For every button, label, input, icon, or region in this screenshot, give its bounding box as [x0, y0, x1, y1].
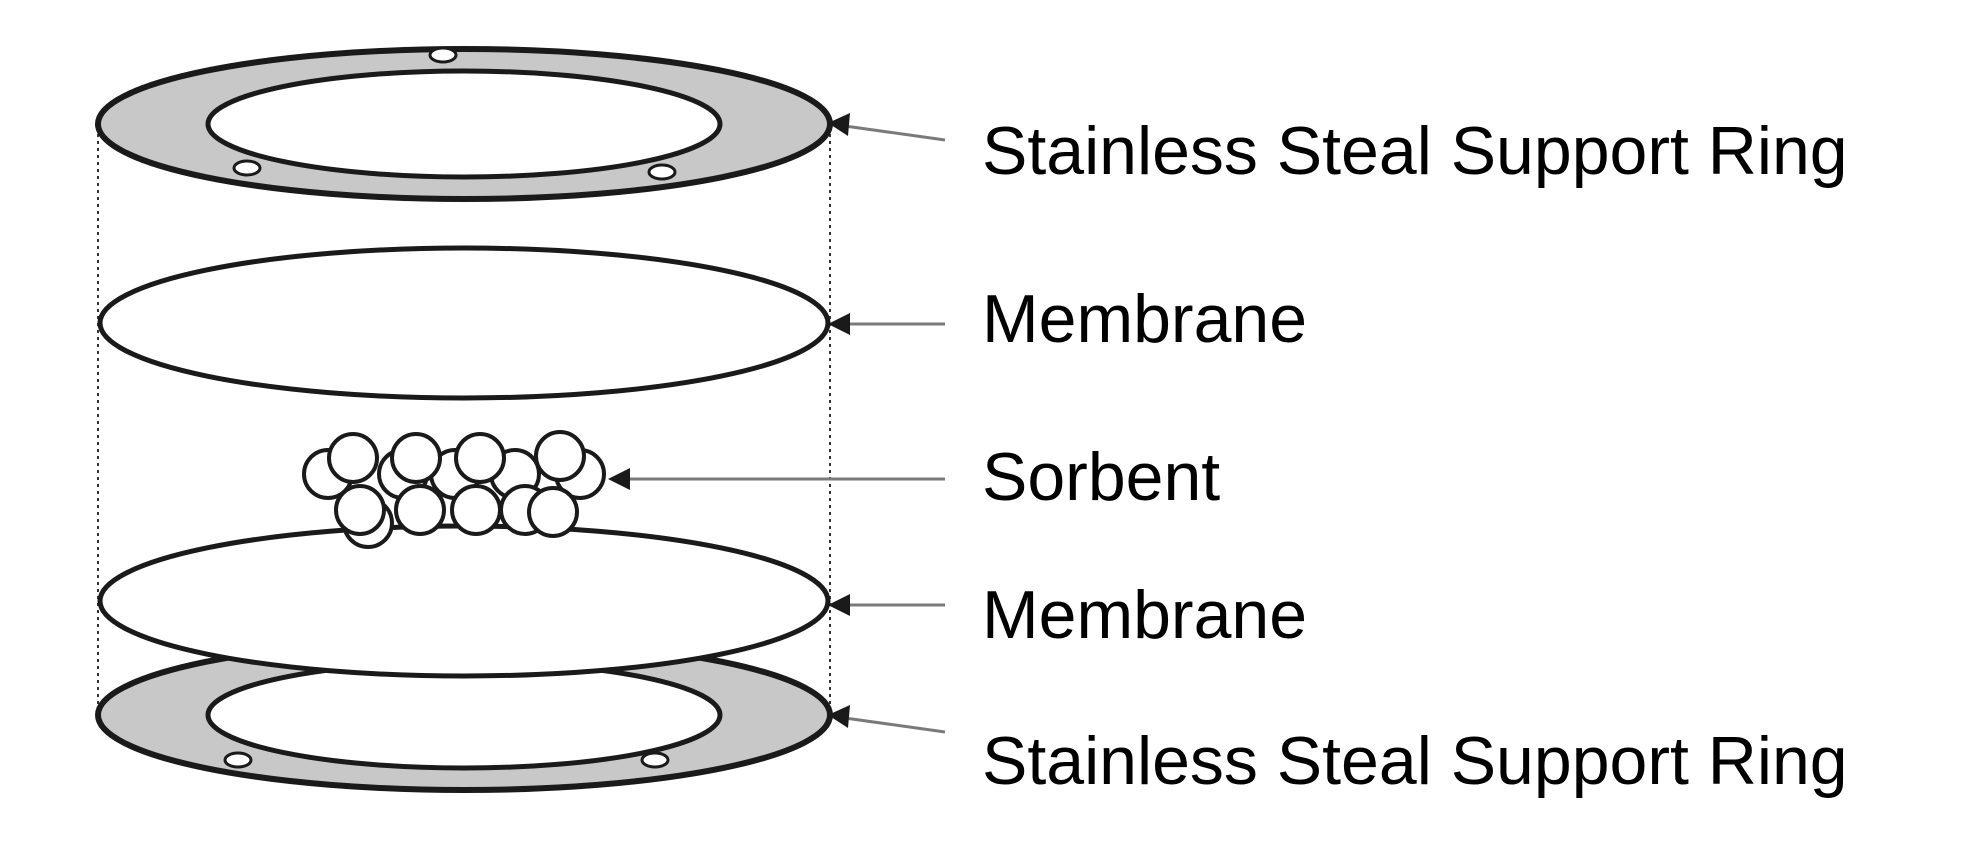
top-support-ring [95, 46, 833, 202]
ring-hole [223, 751, 253, 769]
top-membrane-leader [828, 313, 945, 335]
bottom-membrane-leader [828, 594, 945, 616]
bottom-membrane [97, 523, 831, 679]
top-membrane [97, 245, 831, 401]
label-top-support-ring: Stainless Steal Support Ring [982, 113, 1848, 189]
bottom-ring-leader [828, 705, 946, 734]
label-bottom-support-ring: Stainless Steal Support Ring [982, 723, 1848, 799]
ring-hole [232, 159, 262, 177]
ring-hole [647, 163, 677, 181]
bottom-support-ring [95, 637, 833, 793]
labels: Stainless Steal Support Ring Membrane So… [982, 113, 1848, 799]
cylinder-outline [97, 120, 831, 715]
leader-lines [608, 113, 946, 734]
sorbent-bead [334, 484, 386, 536]
sorbent-bead [454, 432, 506, 484]
ring-hole [640, 751, 670, 769]
sorbent-bead [534, 430, 586, 482]
sorbent-bead [327, 432, 379, 484]
sorbent-bead [390, 432, 442, 484]
sorbent-bead [450, 484, 502, 536]
label-top-membrane: Membrane [982, 281, 1307, 357]
top-ring-leader [828, 113, 946, 142]
ring-hole [428, 46, 458, 64]
sorbent-bead [394, 484, 446, 536]
label-bottom-membrane: Membrane [982, 577, 1307, 653]
sorbent-bead [527, 486, 579, 538]
sorbent-beads [302, 430, 606, 549]
sorbent-leader [608, 468, 945, 490]
label-sorbent: Sorbent [982, 439, 1220, 515]
